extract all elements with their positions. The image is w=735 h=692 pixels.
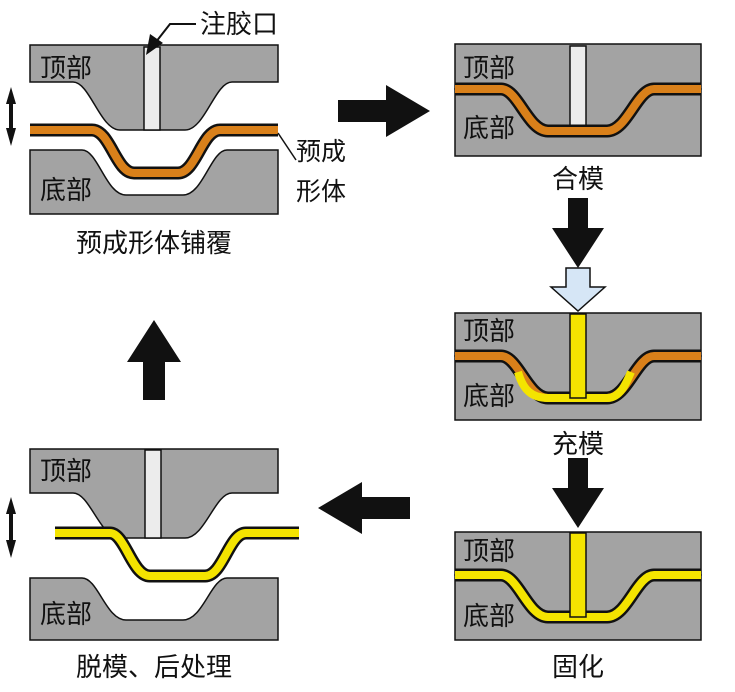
down-arrow-1	[552, 198, 604, 268]
injection-port-label: 注胶口	[200, 10, 278, 40]
bottom-label-3: 底部	[463, 382, 515, 412]
caption-fill: 充模	[552, 430, 604, 460]
preform-leader	[277, 132, 297, 161]
injection-nozzle-3-filled	[569, 313, 587, 399]
injection-nozzle-1	[143, 46, 161, 131]
injection-port-pointer	[146, 34, 163, 55]
finished-part-5	[55, 526, 299, 583]
bottom-label-5: 底部	[40, 600, 92, 630]
up-arrow	[127, 320, 181, 400]
top-label-3: 顶部	[463, 317, 515, 347]
injection-port-leader	[151, 23, 196, 48]
open-close-indicator-1	[6, 87, 16, 146]
open-close-indicator-5	[6, 497, 16, 558]
bottom-mold-5	[29, 577, 279, 641]
step-fill: 顶部 底部 充模	[454, 312, 702, 460]
caption-cure: 固化	[552, 653, 604, 683]
injection-nozzle-2	[569, 45, 587, 132]
right-arrow	[338, 85, 430, 137]
preform-2	[455, 82, 701, 138]
top-label-4: 顶部	[463, 537, 515, 567]
step-mold-close: 顶部 底部 合模	[454, 43, 702, 195]
injection-nozzle-4-filled	[569, 532, 587, 618]
top-label-2: 顶部	[463, 54, 515, 84]
bottom-label-4: 底部	[463, 602, 515, 632]
caption-layup: 预成形体铺覆	[76, 229, 232, 259]
preform-label-line1: 预成	[296, 137, 346, 166]
top-label-5: 顶部	[40, 457, 92, 487]
down-arrow-2	[552, 458, 604, 528]
left-arrow	[318, 482, 410, 534]
injection-nozzle-5	[144, 449, 162, 539]
top-label-1: 顶部	[40, 54, 92, 84]
preform-label-line2: 形体	[296, 177, 346, 206]
caption-mold-close: 合模	[552, 165, 604, 195]
bottom-mold-1	[29, 149, 279, 215]
inject-arrow	[549, 267, 607, 313]
step-layup: 顶部 底部 注胶口 预成 形体 预成形体铺覆	[6, 10, 346, 259]
bottom-label-2: 底部	[463, 114, 515, 144]
bottom-label-1: 底部	[40, 176, 92, 206]
preform-1	[30, 123, 278, 180]
caption-demold: 脱模、后处理	[76, 653, 232, 683]
step-demold: 顶部 底部 脱模、后处理	[6, 448, 299, 683]
step-cure: 顶部 底部 固化	[454, 531, 702, 683]
